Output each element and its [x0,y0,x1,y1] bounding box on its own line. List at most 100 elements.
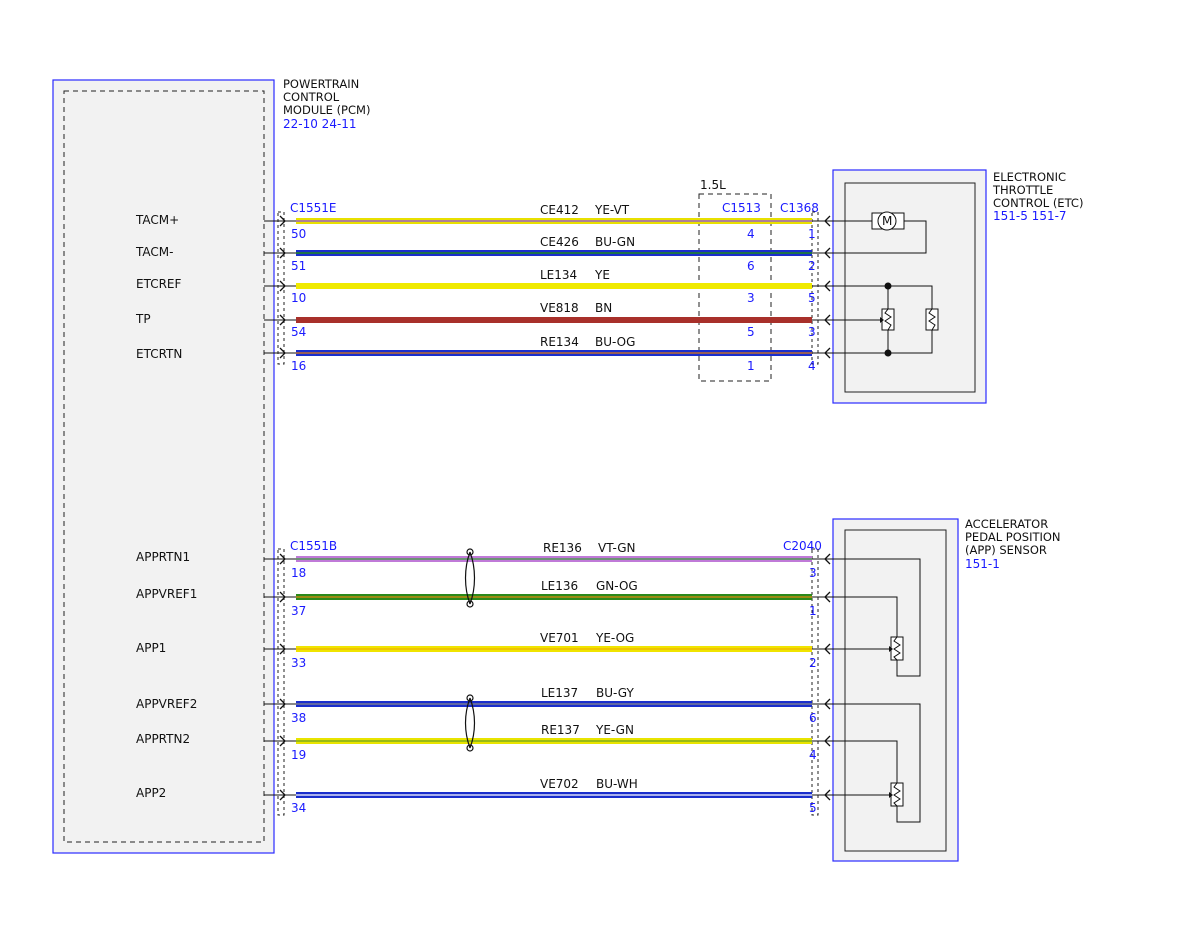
connector-c1513[interactable]: C1513 [722,201,761,215]
inline-pin-1: 1 [747,359,755,373]
wire-re137[interactable] [264,735,834,747]
color-ce412: YE-VT [594,203,630,217]
wire-re136[interactable] [264,553,834,565]
color-re136: VT-GN [598,541,635,555]
bottom-wire-labels: RE136 VT-GN 18 3 LE136 GN-OG 37 1 VE701 … [291,541,817,815]
pcm-pin-34: 34 [291,801,306,815]
etc-title-line-3: CONTROL (ETC) [993,196,1083,210]
circuit-re136: RE136 [543,541,582,555]
pin-label-app2: APP2 [136,786,166,800]
color-re134: BU-OG [595,335,635,349]
etc-title-line-2: THROTTLE [992,183,1053,197]
motor-icon: M [871,211,905,231]
wire-ve701[interactable] [264,643,834,655]
pcm-pin-51: 51 [291,259,306,273]
circuit-ce412: CE412 [540,203,579,217]
pcm-title-line-3: MODULE (PCM) [283,103,370,117]
app-refs[interactable]: 151-1 [965,557,1000,571]
app-title-line-1: ACCELERATOR [965,517,1048,531]
etc-pin-1: 1 [808,227,816,241]
connector-c1551e[interactable]: C1551E [290,201,337,215]
tp-sensor-2-icon [925,308,939,331]
inline-pin-4: 4 [747,227,755,241]
app2-sensor-icon [889,782,904,807]
app1-sensor-icon [889,636,904,661]
circuit-le136: LE136 [541,579,578,593]
pcm-pin-labels: TACM+ TACM- ETCREF TP ETCRTN APPRTN1 APP… [135,213,197,800]
pcm-refs[interactable]: 22-10 24-11 [283,117,357,131]
pcm-pin-50: 50 [291,227,306,241]
etc-pin-5: 5 [808,291,816,305]
pcm-title-line-1: POWERTRAIN [283,77,359,91]
pcm-pin-10: 10 [291,291,306,305]
wire-ve702[interactable] [264,789,834,801]
inline-variant-label: 1.5L [700,178,726,192]
pcm-pin-19: 19 [291,748,306,762]
wire-re134[interactable] [264,347,834,359]
app-pin-1: 1 [809,604,817,618]
app-sensor-module [832,518,959,862]
pcm-pin-38: 38 [291,711,306,725]
color-ce426: BU-GN [595,235,635,249]
inline-pin-3: 3 [747,291,755,305]
circuit-ce426: CE426 [540,235,579,249]
pin-label-apprtn1: APPRTN1 [136,550,190,564]
pin-label-app1: APP1 [136,641,166,655]
pcm-pin-33: 33 [291,656,306,670]
wire-le137[interactable] [264,698,834,710]
etc-pin-2: 2 [808,259,816,273]
pcm-pin-37: 37 [291,604,306,618]
etc-internal-circuit [834,220,933,354]
app-connector-outline [811,548,819,816]
circuit-ve701: VE701 [540,631,579,645]
pin-label-etcref: ETCREF [136,277,182,291]
top-wire-labels: CE412 YE-VT 50 4 1 CE426 BU-GN 51 6 2 LE… [291,203,816,373]
motor-label: M [882,214,892,228]
pin-label-tacm-minus: TACM- [135,245,173,259]
app-pin-3: 3 [809,566,817,580]
etc-title-line-1: ELECTRONIC [993,170,1066,184]
wire-le136[interactable] [264,591,834,603]
wire-le134[interactable] [264,280,834,292]
pcm-pin-18: 18 [291,566,306,580]
app-pin-2: 2 [809,656,817,670]
connector-c2040[interactable]: C2040 [783,539,822,553]
color-ve702: BU-WH [596,777,638,791]
color-le136: GN-OG [596,579,638,593]
twisted-pair-symbol-1 [464,548,476,608]
pin-label-tp: TP [135,312,151,326]
splice-dot-etcrtn [884,349,892,357]
pin-label-appvref2: APPVREF2 [136,697,197,711]
pcm-pin-16: 16 [291,359,306,373]
pcm-pin-54: 54 [291,325,306,339]
inline-pin-6: 6 [747,259,755,273]
wire-ce412[interactable] [264,215,834,227]
app-pin-5: 5 [809,801,817,815]
pin-label-tacm-plus: TACM+ [135,213,179,227]
etc-pin-4: 4 [808,359,816,373]
wire-ce426[interactable] [264,247,834,259]
etc-refs[interactable]: 151-5 151-7 [993,209,1067,223]
app-title-line-3: (APP) SENSOR [965,543,1047,557]
color-le134: YE [594,268,610,282]
splice-dot-etcref [884,282,892,290]
color-ve818: BN [595,301,612,315]
pcm-connector-bottom-outline [277,548,285,816]
connector-c1368[interactable]: C1368 [780,201,819,215]
twisted-pair-symbol-2 [464,694,476,752]
color-re137: YE-GN [595,723,634,737]
etc-pin-3: 3 [808,325,816,339]
circuit-le137: LE137 [541,686,578,700]
app-pin-6: 6 [809,711,817,725]
app-pin-4: 4 [809,748,817,762]
circuit-re134: RE134 [540,335,579,349]
color-ve701: YE-OG [595,631,634,645]
wire-ve818[interactable] [264,314,834,326]
tp-sensor-icon [880,308,895,331]
inline-pin-5: 5 [747,325,755,339]
pin-label-apprtn2: APPRTN2 [136,732,190,746]
circuit-ve818: VE818 [540,301,579,315]
connector-c1551b[interactable]: C1551B [290,539,337,553]
app-label: ACCELERATOR PEDAL POSITION (APP) SENSOR … [965,517,1061,571]
